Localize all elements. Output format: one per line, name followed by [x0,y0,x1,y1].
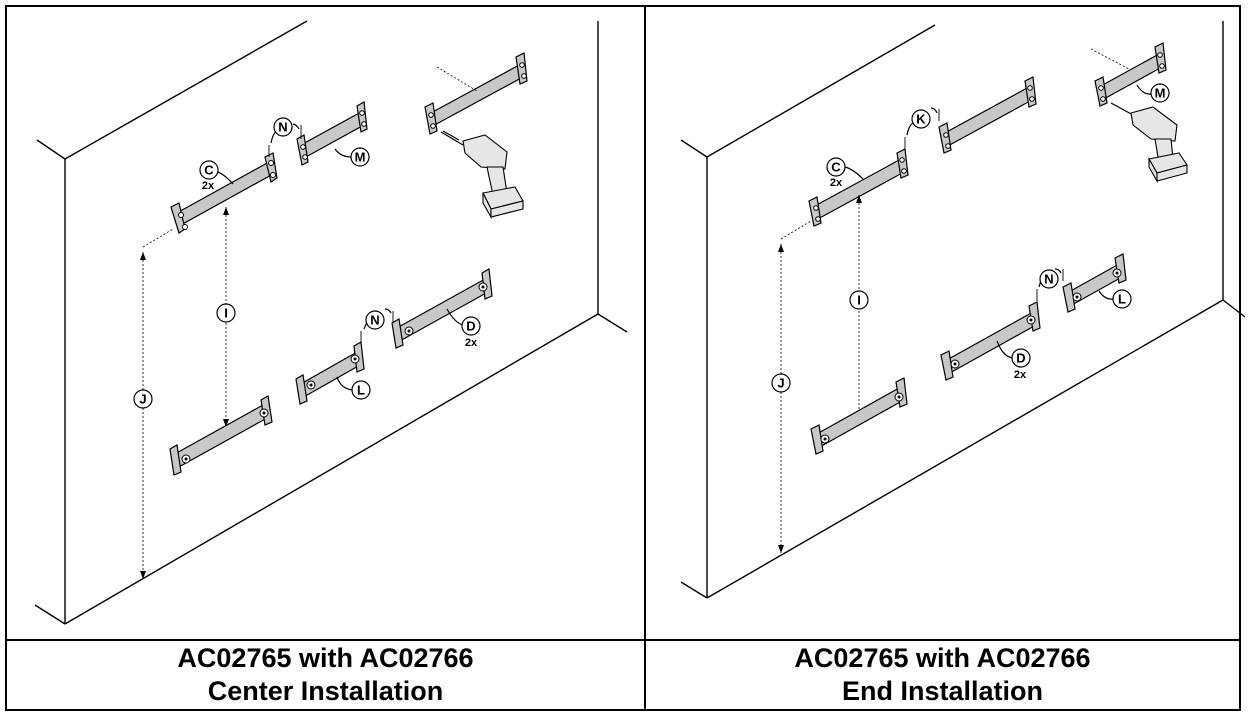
wall-outline [34,20,628,625]
rail-c [808,148,909,227]
label-d: D [466,319,475,334]
rail-drilled [424,52,528,135]
cordless-drill-icon [1110,102,1188,184]
rail-c [170,152,278,234]
rail-l [1062,253,1127,313]
callout-l: L [336,376,371,400]
figure-frame [5,5,1241,711]
rail-l [295,341,365,405]
gap-dimension-n-lower: N [360,308,394,344]
label-l: L [1118,292,1126,307]
label-n-upper: N [278,120,287,135]
rail-d [940,301,1041,381]
screw-icon [442,130,460,141]
callout-c: C 2x [199,160,234,192]
caption-model-left: AC02765 with AC02766 [177,643,474,673]
panel-divider-vertical [644,5,646,711]
caption-divider [5,639,1241,641]
center-installation-diagram: N C 2x M I J [34,20,628,625]
callout-c: C 2x [826,157,864,189]
rail-lower-c [169,395,273,476]
callout-m: M [1136,83,1170,103]
gap-dimension-k: K [904,107,940,149]
callout-d: D 2x [446,308,481,349]
dimension-i: I [849,195,869,421]
label-l: L [357,383,365,398]
label-m: M [355,150,366,165]
label-i: I [857,293,861,308]
caption-end-installation: AC02765 with AC02766 End Installation [646,641,1239,709]
dimension-j: J [771,220,812,553]
callout-l: L [1098,289,1132,309]
label-j: J [139,392,146,407]
label-c: C [831,160,841,175]
dimension-i: I [216,207,236,427]
callout-m: M [334,147,370,167]
caption-center-installation: AC02765 with AC02766 Center Installation [7,641,644,709]
cordless-drill-icon [440,131,524,220]
end-installation-diagram: M K C 2x I J [680,21,1246,599]
caption-model-right: AC02765 with AC02766 [794,643,1091,673]
rail-lower-c [810,377,908,455]
label-j: J [777,376,784,391]
label-d-qty: 2x [1014,369,1027,381]
dimension-j: J [133,228,174,579]
rail-k [938,76,1037,154]
label-m: M [1155,86,1166,101]
label-c: C [204,163,214,178]
label-k: K [916,112,926,127]
callout-d: D 2x [996,340,1031,381]
label-c-qty: 2x [202,180,215,192]
rail-m [1090,42,1167,107]
caption-type-right: End Installation [841,676,1043,706]
label-n: N [1044,272,1053,287]
rail-m [296,101,368,166]
label-d: D [1016,351,1025,366]
wall-outline [680,21,1246,599]
label-n-lower: N [370,313,379,328]
label-c-qty: 2x [830,177,843,189]
rail-d [391,268,493,349]
label-i: I [224,306,228,321]
gap-dimension-n: N [1036,268,1064,301]
gap-dimension-n-upper: N [268,117,302,157]
caption-type-left: Center Installation [207,676,444,706]
label-d-qty: 2x [465,337,478,349]
